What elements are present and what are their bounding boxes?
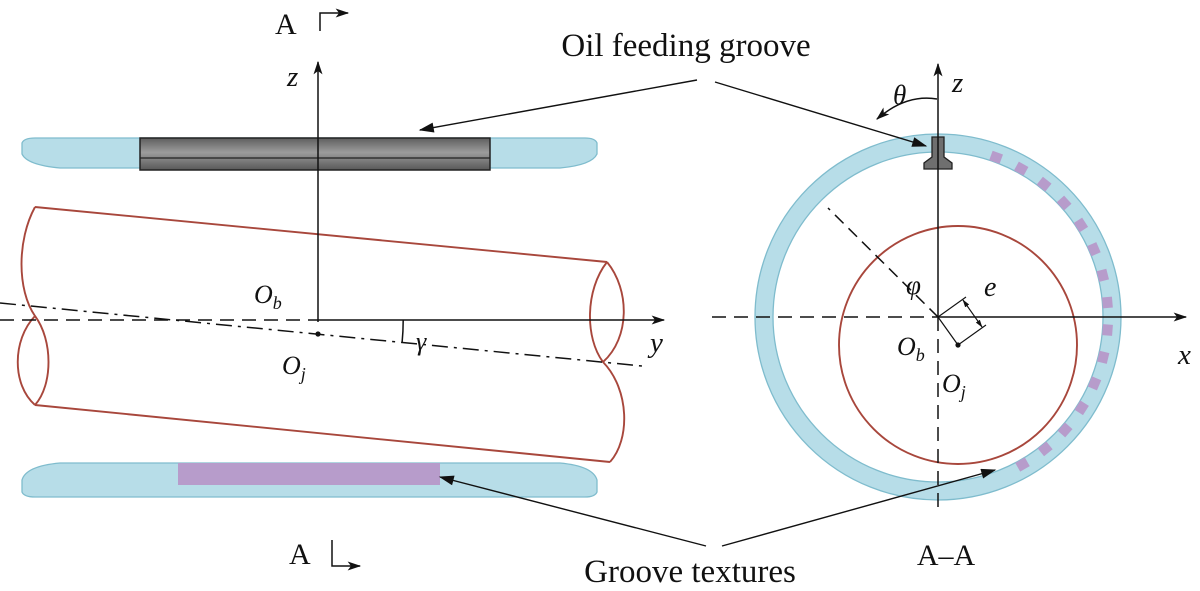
journal-right-end bbox=[589, 261, 626, 463]
phi-label: φ bbox=[906, 270, 921, 300]
section-bearing-center-label: Ob bbox=[897, 332, 925, 365]
eccentricity-extension-b bbox=[937, 296, 967, 318]
misalignment-angle-arc bbox=[401, 319, 404, 343]
oil-groove-leader-section bbox=[714, 81, 928, 147]
side-view: z y Ob Oj γ A A bbox=[0, 8, 666, 571]
groove-textures-caption: Groove textures bbox=[584, 554, 796, 590]
oil-feeding-groove-side bbox=[139, 137, 491, 171]
section-view-title: A–A bbox=[917, 539, 976, 572]
journal-center-dot-section bbox=[955, 342, 961, 348]
annotations: Oil feeding groove Groove textures bbox=[418, 28, 997, 590]
theta-direction-arc bbox=[876, 97, 938, 120]
section-mark-top: A bbox=[275, 8, 297, 41]
journal-center-dot-side bbox=[315, 331, 321, 337]
eccentricity-extension-j bbox=[957, 324, 987, 346]
section-arrow-top bbox=[319, 8, 350, 31]
groove-texture-mark bbox=[1087, 242, 1101, 257]
groove-texture-mark bbox=[1013, 161, 1029, 176]
section-journal-center-label: Oj bbox=[942, 369, 966, 402]
groove-texture-mark bbox=[1101, 296, 1113, 309]
section-x-axis-label: x bbox=[1177, 339, 1191, 371]
journal-top-edge bbox=[34, 206, 608, 263]
eccentricity-line bbox=[937, 316, 959, 346]
section-arrow-bottom bbox=[331, 540, 362, 571]
attitude-angle-line bbox=[827, 207, 939, 318]
groove-texture-mark bbox=[1096, 268, 1109, 282]
eccentricity-label: e bbox=[984, 272, 996, 303]
oil-feeding-groove-caption: Oil feeding groove bbox=[561, 28, 810, 64]
groove-texture-side bbox=[178, 463, 440, 485]
groove-texture-mark bbox=[1073, 217, 1089, 233]
journal-circle bbox=[838, 225, 1078, 465]
groove-texture-mark bbox=[1102, 324, 1113, 336]
section-z-axis-label: z bbox=[951, 67, 963, 99]
side-axes bbox=[0, 60, 666, 367]
groove-texture-mark bbox=[989, 150, 1003, 164]
cross-section-view: z x θ φ e Ob Oj A–A bbox=[712, 62, 1191, 572]
texture-leader-section bbox=[721, 468, 997, 547]
section-axes bbox=[712, 62, 1188, 508]
groove-texture-mark bbox=[1015, 457, 1030, 472]
groove-texture-mark bbox=[1074, 400, 1089, 416]
texture-leader-side bbox=[438, 475, 707, 547]
groove-texture-mark bbox=[1036, 176, 1052, 192]
groove-texture-array bbox=[989, 150, 1113, 472]
misalignment-angle-label: γ bbox=[416, 327, 427, 356]
side-bearing-center-label: Ob bbox=[254, 280, 282, 313]
theta-label: θ bbox=[893, 80, 906, 110]
eccentricity-dimension bbox=[962, 299, 983, 328]
journal-bottom-edge bbox=[34, 404, 611, 463]
groove-texture-mark bbox=[1087, 376, 1102, 391]
groove-texture-mark bbox=[1037, 441, 1053, 457]
journal-left-break bbox=[16, 206, 50, 406]
side-z-axis-label: z bbox=[286, 61, 298, 93]
section-mark-bottom: A bbox=[289, 538, 311, 571]
side-y-axis-label: y bbox=[647, 327, 663, 359]
groove-texture-mark bbox=[1056, 195, 1072, 211]
oil-groove-leader-side bbox=[418, 79, 698, 133]
journal-shaft bbox=[16, 206, 626, 463]
groove-texture-mark bbox=[1057, 422, 1073, 438]
side-journal-center-label: Oj bbox=[282, 351, 306, 384]
groove-texture-mark bbox=[1097, 350, 1110, 364]
journal-centerline bbox=[0, 302, 643, 367]
